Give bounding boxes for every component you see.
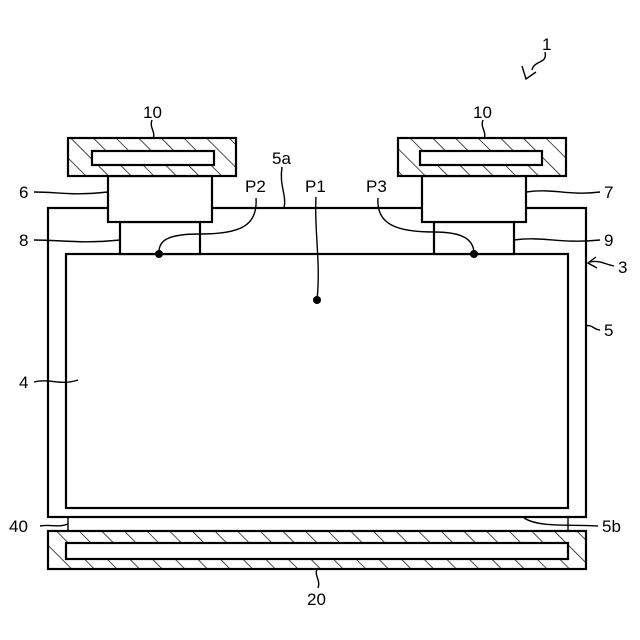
label-collector-right: 9 <box>604 231 613 250</box>
leader-case <box>586 326 600 330</box>
label-case: 5 <box>604 321 613 340</box>
label-point-p1: P1 <box>305 177 326 196</box>
arrow-device-head <box>522 66 536 79</box>
arrow-case-assembly-head <box>588 257 597 268</box>
leader-case-bottom <box>524 518 598 526</box>
label-point-p3: P3 <box>366 177 387 196</box>
leader-busbar-left <box>151 120 154 139</box>
label-plate: 20 <box>307 590 326 609</box>
label-busbar-left: 10 <box>143 103 162 122</box>
label-case-assembly: 3 <box>618 258 627 277</box>
terminal-right <box>422 176 526 222</box>
label-point-p2: P2 <box>245 177 266 196</box>
plate-slot <box>66 543 568 559</box>
label-electrode-body: 4 <box>19 373 28 392</box>
leader-terminal-left <box>34 192 108 194</box>
leader-spacer <box>40 524 68 526</box>
label-case-top: 5a <box>272 149 291 168</box>
busbar-left-slot <box>92 151 214 165</box>
label-device: 1 <box>542 35 551 54</box>
collector-left <box>120 222 200 254</box>
terminal-left <box>108 176 212 222</box>
label-spacer: 40 <box>9 517 28 536</box>
leader-case-top <box>281 167 284 208</box>
leader-busbar-right <box>482 120 485 139</box>
label-collector-left: 8 <box>19 231 28 250</box>
leader-plate <box>316 569 319 588</box>
label-case-bottom: 5b <box>602 517 621 536</box>
leader-terminal-right <box>526 191 600 193</box>
busbar-right-slot <box>420 151 542 165</box>
label-terminal-left: 6 <box>19 183 28 202</box>
label-terminal-right: 7 <box>604 183 613 202</box>
label-busbar-right: 10 <box>473 103 492 122</box>
leader-device <box>532 52 545 70</box>
